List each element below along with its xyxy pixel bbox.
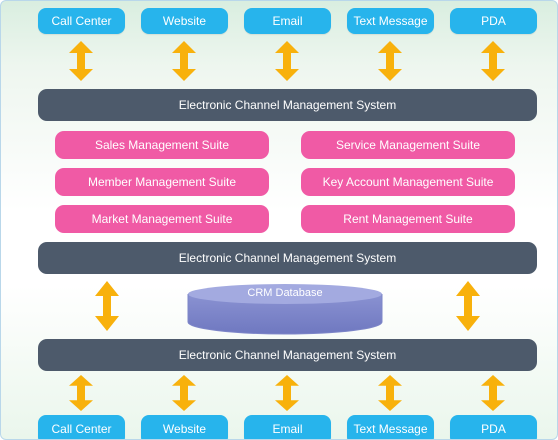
suite-market: Market Management Suite — [55, 205, 269, 233]
channel-bottom-website: Website — [141, 415, 228, 439]
ecms-bar-bottom: Electronic Channel Management System — [38, 339, 537, 371]
double-arrow-icon — [69, 375, 93, 411]
channel-bottom-pda: PDA — [450, 415, 537, 439]
double-arrow-icon — [275, 375, 299, 411]
double-arrow-icon — [378, 41, 402, 81]
channel-top-website: Website — [141, 8, 228, 34]
double-arrow-icon — [172, 375, 196, 411]
suite-rent: Rent Management Suite — [301, 205, 515, 233]
double-arrow-icon — [95, 281, 119, 331]
double-arrow-icon — [378, 375, 402, 411]
channel-top-email: Email — [244, 8, 331, 34]
channel-top-text-message: Text Message — [347, 8, 434, 34]
double-arrow-icon — [275, 41, 299, 81]
database-icon — [187, 284, 383, 335]
channel-bottom-text-message: Text Message — [347, 415, 434, 439]
suite-service: Service Management Suite — [301, 131, 515, 159]
channel-bottom-call-center: Call Center — [38, 415, 125, 439]
ecms-bar-middle: Electronic Channel Management System — [38, 242, 537, 274]
double-arrow-icon — [481, 375, 505, 411]
suite-member: Member Management Suite — [55, 168, 269, 196]
database-label: CRM Database — [247, 287, 323, 299]
suite-sales: Sales Management Suite — [55, 131, 269, 159]
double-arrow-icon — [481, 41, 505, 81]
ecms-bar-top: Electronic Channel Management System — [38, 89, 537, 121]
channel-top-pda: PDA — [450, 8, 537, 34]
suite-key-account: Key Account Management Suite — [301, 168, 515, 196]
double-arrow-icon — [172, 41, 196, 81]
double-arrow-icon — [69, 41, 93, 81]
double-arrow-icon — [456, 281, 480, 331]
channel-top-call-center: Call Center — [38, 8, 125, 34]
channel-bottom-email: Email — [244, 415, 331, 439]
